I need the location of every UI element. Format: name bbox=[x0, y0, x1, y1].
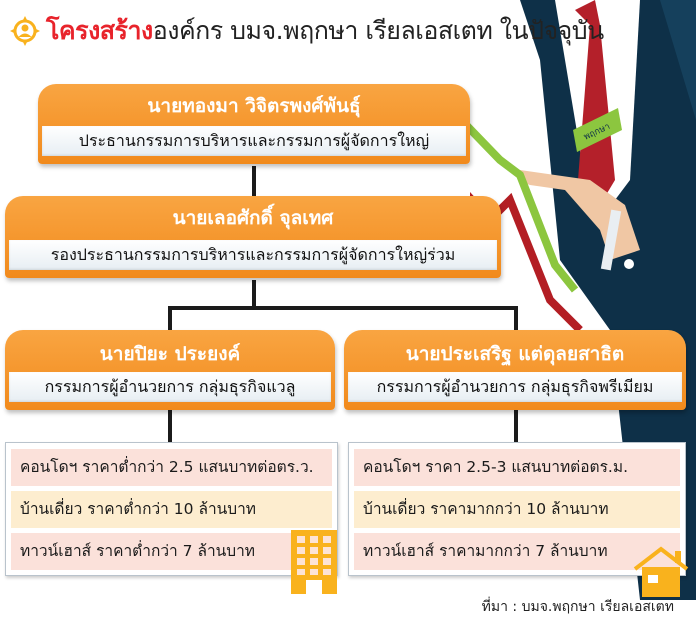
house-icon bbox=[633, 546, 689, 597]
tie bbox=[575, 0, 615, 210]
value-products-box: คอนโดฯ ราคาต่ำกว่า 2.5 แสนบาทต่อตร.ว. บ้… bbox=[5, 442, 338, 576]
premium-products-box: คอนโดฯ ราคา 2.5-3 แสนบาทต่อตร.ม. บ้านเดี… bbox=[348, 442, 686, 576]
connector-left-down bbox=[168, 306, 172, 336]
connector-right-down bbox=[514, 306, 518, 336]
deputy-role: รองประธานกรรมการบริหารและกรรมการผู้จัดกา… bbox=[9, 240, 497, 270]
value-product-row: ทาวน์เฮาส์ ราคาต่ำกว่า 7 ล้านบาท bbox=[11, 533, 332, 570]
premium-product-row: ทาวน์เฮาส์ ราคามากกว่า 7 ล้านบาท bbox=[354, 533, 680, 570]
connector-left-products bbox=[168, 410, 172, 442]
deputy-card: นายเลอศักดิ์ จุลเทศ รองประธานกรรมการบริห… bbox=[5, 196, 501, 278]
premium-director-card: นายประเสริฐ แต่ดุลยสาธิต กรรมการผู้อำนวย… bbox=[344, 330, 686, 410]
ceo-card: นายทองมา วิจิตรพงศ์พันธุ์ ประธานกรรมการบ… bbox=[38, 84, 470, 164]
building-icon bbox=[291, 530, 337, 594]
premium-director-role: กรรมการผู้อำนวยการ กลุ่มธุรกิจพรีเมียม bbox=[348, 372, 682, 402]
tie-logo-band bbox=[573, 108, 622, 152]
person-target-icon bbox=[10, 16, 40, 46]
connector-ceo-deputy bbox=[252, 166, 256, 196]
title-rest: องค์กร บมจ.พฤกษา เรียลเอสเตท ในปัจจุบัน bbox=[152, 16, 605, 45]
connector-horizontal bbox=[168, 306, 518, 310]
premium-product-row: คอนโดฯ ราคา 2.5-3 แสนบาทต่อตร.ม. bbox=[354, 449, 680, 486]
source-credit: ที่มา : บมจ.พฤกษา เรียลเอสเตท bbox=[481, 599, 674, 615]
ceo-name: นายทองมา วิจิตรพงศ์พันธุ์ bbox=[147, 95, 361, 117]
ceo-role: ประธานกรรมการบริหารและกรรมการผู้จัดการให… bbox=[42, 126, 466, 156]
deputy-name: นายเลอศักดิ์ จุลเทศ bbox=[172, 207, 334, 229]
premium-director-name: นายประเสริฐ แต่ดุลยสาธิต bbox=[405, 343, 625, 365]
connector-right-products bbox=[514, 410, 518, 442]
connector-deputy-split bbox=[252, 280, 256, 310]
value-director-name: นายปิยะ ประยงค์ bbox=[99, 343, 241, 365]
value-product-row: บ้านเดี่ยว ราคาต่ำกว่า 10 ล้านบาท bbox=[11, 491, 332, 528]
value-product-row: คอนโดฯ ราคาต่ำกว่า 2.5 แสนบาทต่อตร.ว. bbox=[11, 449, 332, 486]
premium-product-row: บ้านเดี่ยว ราคามากกว่า 10 ล้านบาท bbox=[354, 491, 680, 528]
value-director-card: นายปิยะ ประยงค์ กรรมการผู้อำนวยการ กลุ่ม… bbox=[5, 330, 335, 410]
title-highlight: โครงสร้าง bbox=[46, 16, 153, 45]
page-title: โครงสร้างองค์กร บมจ.พฤกษา เรียลเอสเตท ใน… bbox=[10, 14, 604, 48]
value-director-role: กรรมการผู้อำนวยการ กลุ่มธุรกิจแวลู bbox=[9, 372, 331, 402]
